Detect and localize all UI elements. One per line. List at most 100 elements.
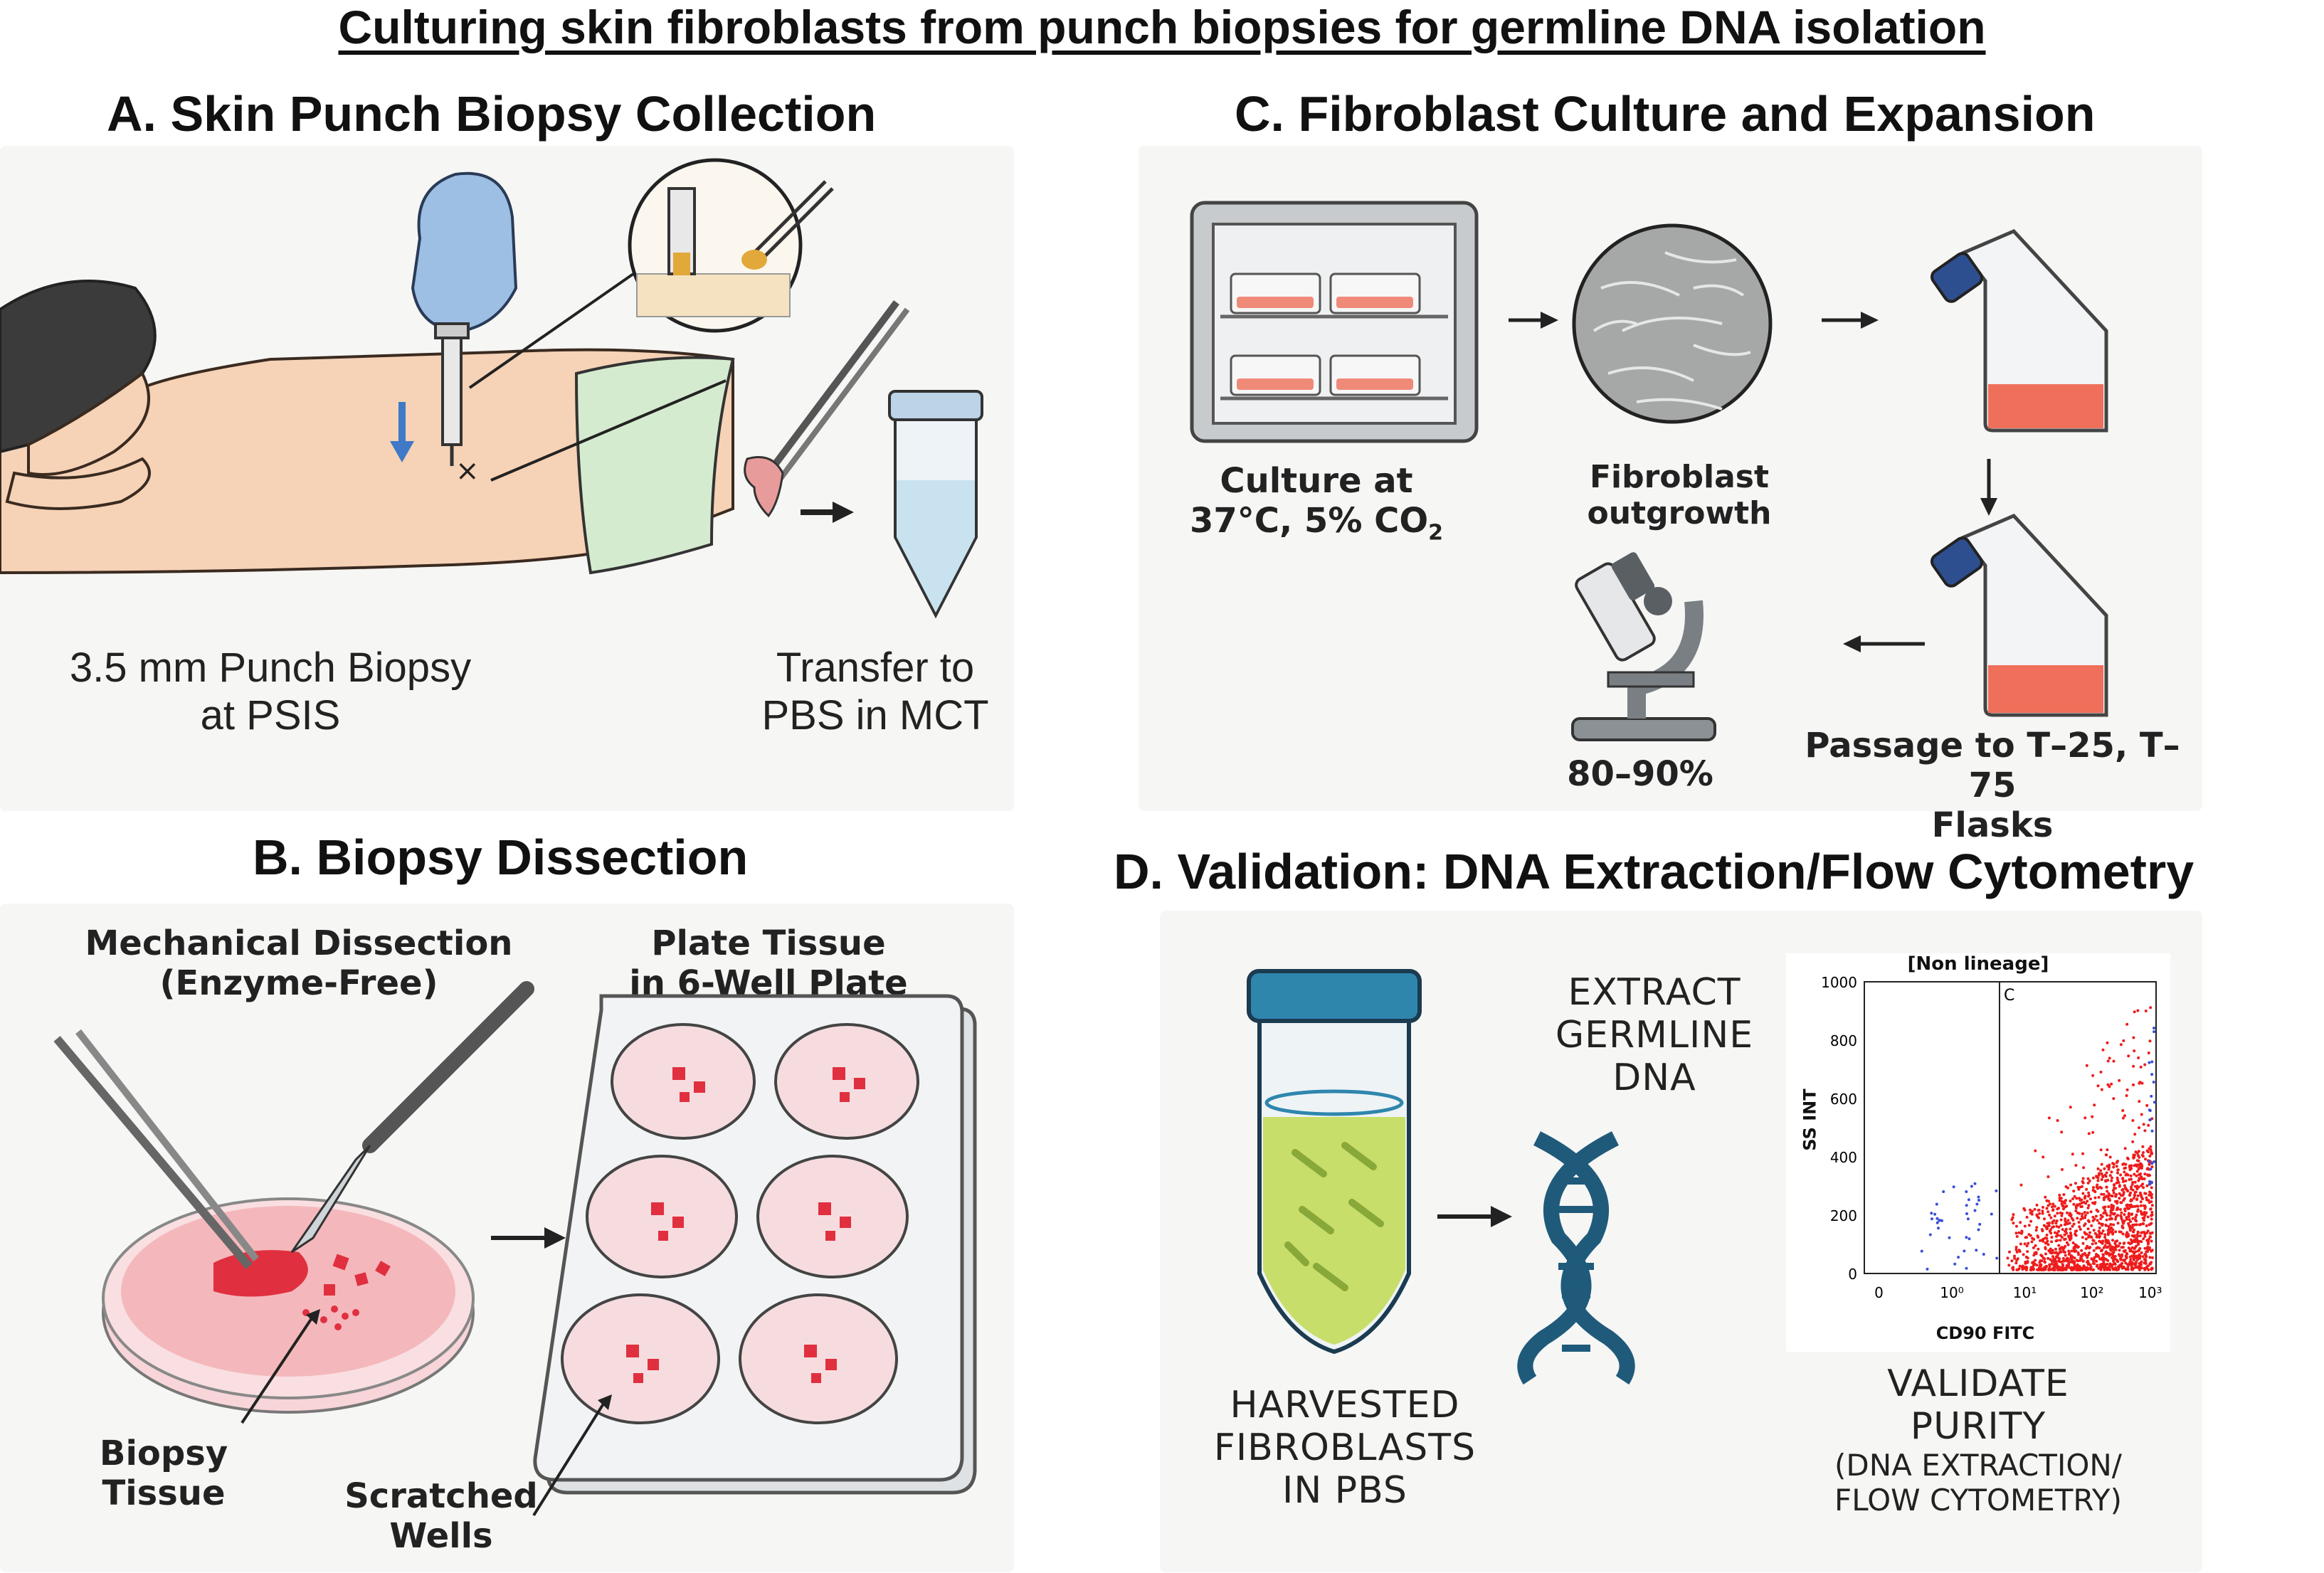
plot-dot-red [2135, 1236, 2138, 1240]
plot-dot-red [2096, 1167, 2100, 1170]
plot-x-tick: 10¹ [2013, 1284, 2037, 1301]
plot-dot-red [2147, 1150, 2150, 1154]
plot-dot-red [2072, 1222, 2076, 1226]
panel-a-title: A. Skin Punch Biopsy Collection [107, 86, 877, 142]
plot-dot-red [2075, 1259, 2079, 1262]
plot-dot-red [2041, 1212, 2044, 1215]
plot-dot-red [2128, 1178, 2131, 1181]
plot-dot-red [2109, 1223, 2113, 1227]
plot-dot-red [2066, 1219, 2070, 1222]
plot-dot-red [2062, 1250, 2066, 1254]
plot-dot-red [2111, 1251, 2115, 1255]
plot-dot-red [2139, 1239, 2142, 1243]
plot-dot-red [2024, 1236, 2027, 1239]
plot-dot-red [2041, 1229, 2044, 1233]
plot-dot-red [2135, 1258, 2139, 1261]
label-co2-subscript: 2 [1428, 520, 1444, 546]
plot-dot-red [2121, 1246, 2125, 1249]
plot-dot-red [2123, 1186, 2127, 1190]
plot-dot-red [2050, 1236, 2054, 1239]
svg-text:×: × [455, 455, 480, 487]
plot-dot-red [2049, 1258, 2052, 1261]
plot-dot-red [2136, 1249, 2140, 1253]
plot-dot-blue [2153, 1101, 2156, 1104]
plot-dot-red [2053, 1214, 2056, 1218]
plot-dot-red [2150, 1213, 2154, 1217]
plot-dot-red [2116, 1171, 2119, 1175]
plot-dot-red [2020, 1229, 2024, 1233]
plot-dot-blue [1926, 1267, 1929, 1271]
plot-dot-red [2143, 1205, 2147, 1209]
plot-dot-red [2113, 1183, 2116, 1187]
plot-dot-red [2039, 1259, 2042, 1263]
plot-dot-red [2101, 1249, 2103, 1251]
plot-dot-red [2089, 1268, 2093, 1271]
plot-dot-red [2110, 1082, 2113, 1086]
plot-dot-red [2114, 1199, 2117, 1203]
plot-dot-red [2112, 1258, 2116, 1261]
plot-dot-red [2116, 1178, 2120, 1182]
plot-dot-red [2060, 1246, 2063, 1249]
plot-dot-red [2125, 1251, 2128, 1255]
plot-dot-red [2086, 1246, 2090, 1249]
plot-dot-red [2118, 1241, 2122, 1245]
plot-dot-red [2148, 1222, 2152, 1226]
plot-dot-blue [1978, 1222, 1982, 1226]
plot-dot-red [2103, 1209, 2107, 1212]
plot-dot-blue [1975, 1249, 1978, 1252]
label-tissue: Tissue [102, 1473, 226, 1513]
plot-dot-red [2143, 1177, 2146, 1180]
plot-dot-red [2128, 1207, 2131, 1210]
plot-dot-red [2096, 1084, 2100, 1088]
plot-dot-red [2097, 1266, 2101, 1270]
plot-dot-red [2142, 1237, 2145, 1241]
plot-dot-red [2103, 1205, 2107, 1209]
plot-dot-red [2106, 1190, 2109, 1193]
plot-dot-red [2091, 1115, 2094, 1118]
plot-dot-red [2046, 1239, 2049, 1243]
plot-dot-red [2108, 1214, 2112, 1217]
plot-dot-red [2070, 1259, 2074, 1262]
plot-dot-red [2081, 1212, 2084, 1216]
plot-dot-blue [1930, 1217, 1933, 1221]
plot-dot-red [2090, 1224, 2093, 1227]
plot-dot-red [2073, 1195, 2076, 1198]
plot-dot-red [2068, 1236, 2071, 1239]
plot-dot-red [2093, 1103, 2096, 1107]
plot-dot-red [2121, 1116, 2125, 1120]
plot-dot-red [2122, 1180, 2125, 1183]
plot-dot-red [2143, 1216, 2146, 1219]
plot-dot-red [2088, 1179, 2091, 1182]
plot-dot-red [2132, 1036, 2135, 1039]
plot-dot-red [2080, 1254, 2083, 1258]
plot-dot-red [2090, 1257, 2093, 1261]
plot-dot-red [2147, 1199, 2150, 1202]
plot-dot-red [2096, 1187, 2100, 1190]
plot-dot-red [2094, 1241, 2098, 1245]
plot-dot-red [2074, 1209, 2078, 1212]
panel-d-title: D. Validation: DNA Extraction/Flow Cytom… [1114, 844, 2194, 899]
plot-dot-red [2129, 1261, 2133, 1265]
plot-dot-red [2143, 1063, 2147, 1066]
plot-dot-red [2146, 1241, 2150, 1245]
plot-dot-red [2099, 1169, 2103, 1172]
plot-dot-red [2057, 1244, 2061, 1247]
plot-dot-red [2085, 1064, 2088, 1067]
plot-dot-red [2081, 1241, 2085, 1245]
plot-dot-blue [1930, 1212, 1933, 1215]
plot-dot-red [2131, 1180, 2135, 1184]
plot-dot-red [2098, 1226, 2101, 1229]
plot-dot-red [2116, 1168, 2120, 1172]
plot-dot-red [2051, 1222, 2054, 1225]
plot-dot-red [2133, 1010, 2136, 1014]
plot-dot-red [2092, 1186, 2095, 1190]
plot-dot-red [2150, 1150, 2153, 1154]
plot-dot-red [2019, 1242, 2022, 1246]
plot-dot-red [2069, 1232, 2072, 1234]
plot-dot-red [2093, 1256, 2096, 1259]
label-harvested: HARVESTED [1230, 1384, 1460, 1426]
plot-dot-red [2132, 1155, 2135, 1159]
plot-dot-blue [1973, 1209, 1977, 1212]
plot-dot-red [2096, 1219, 2099, 1222]
plot-dot-red [2074, 1164, 2078, 1167]
